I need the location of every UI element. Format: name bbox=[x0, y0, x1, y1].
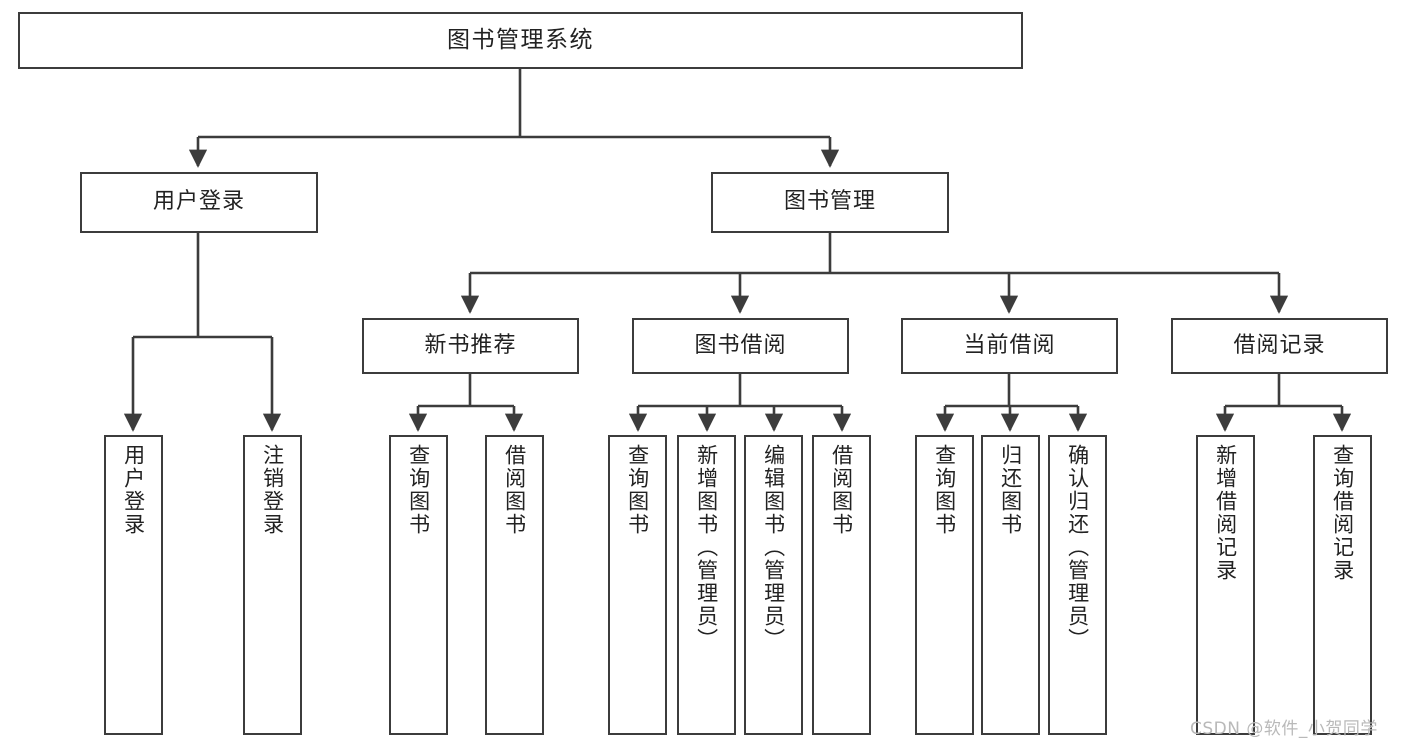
node-current-borrow[interactable]: 当前借阅 bbox=[901, 318, 1118, 374]
node-label: 查询借阅记录 bbox=[1330, 444, 1355, 582]
leaf-book-borrow-lend[interactable]: 借阅图书 bbox=[812, 435, 871, 735]
node-label: 查询图书 bbox=[625, 444, 650, 536]
node-label: 确认归还（管理员） bbox=[1065, 444, 1090, 651]
node-label: 新书推荐 bbox=[424, 332, 517, 358]
node-label: 借阅图书 bbox=[502, 444, 527, 536]
node-user-login[interactable]: 用户登录 bbox=[80, 172, 318, 233]
node-label: 归还图书 bbox=[998, 444, 1023, 536]
node-label: 图书借阅 bbox=[694, 332, 787, 358]
leaf-book-borrow-query[interactable]: 查询图书 bbox=[608, 435, 667, 735]
node-new-book-recommend[interactable]: 新书推荐 bbox=[362, 318, 579, 374]
node-book-management[interactable]: 图书管理 bbox=[711, 172, 949, 233]
node-root-system[interactable]: 图书管理系统 bbox=[18, 12, 1023, 69]
leaf-current-borrow-return[interactable]: 归还图书 bbox=[981, 435, 1040, 735]
node-label: 图书管理 bbox=[783, 189, 876, 215]
node-label: 查询图书 bbox=[932, 444, 957, 536]
leaf-current-borrow-query[interactable]: 查询图书 bbox=[915, 435, 974, 735]
leaf-borrow-record-query[interactable]: 查询借阅记录 bbox=[1313, 435, 1372, 735]
leaf-borrow-record-add[interactable]: 新增借阅记录 bbox=[1196, 435, 1255, 735]
node-label: 编辑图书（管理员） bbox=[761, 444, 786, 651]
node-label: 用户登录 bbox=[152, 189, 245, 215]
leaf-user-login-signout[interactable]: 注销登录 bbox=[243, 435, 302, 735]
node-label: 新增图书（管理员） bbox=[694, 444, 719, 651]
leaf-new-book-query[interactable]: 查询图书 bbox=[389, 435, 448, 735]
leaf-new-book-borrow[interactable]: 借阅图书 bbox=[485, 435, 544, 735]
watermark: CSDN @软件_小贺同学 bbox=[1190, 719, 1378, 739]
node-borrow-record[interactable]: 借阅记录 bbox=[1171, 318, 1388, 374]
node-label: 借阅图书 bbox=[829, 444, 854, 536]
leaf-book-borrow-edit[interactable]: 编辑图书（管理员） bbox=[744, 435, 803, 735]
node-label: 新增借阅记录 bbox=[1213, 444, 1238, 582]
node-book-borrow[interactable]: 图书借阅 bbox=[632, 318, 849, 374]
node-label: 查询图书 bbox=[406, 444, 431, 536]
node-label: 借阅记录 bbox=[1233, 332, 1326, 358]
node-label: 用户登录 bbox=[121, 444, 146, 536]
node-label: 当前借阅 bbox=[963, 332, 1056, 358]
node-label: 图书管理系统 bbox=[447, 26, 594, 53]
leaf-book-borrow-add[interactable]: 新增图书（管理员） bbox=[677, 435, 736, 735]
node-label: 注销登录 bbox=[260, 444, 285, 536]
leaf-user-login-signin[interactable]: 用户登录 bbox=[104, 435, 163, 735]
leaf-current-borrow-confirm-return[interactable]: 确认归还（管理员） bbox=[1048, 435, 1107, 735]
